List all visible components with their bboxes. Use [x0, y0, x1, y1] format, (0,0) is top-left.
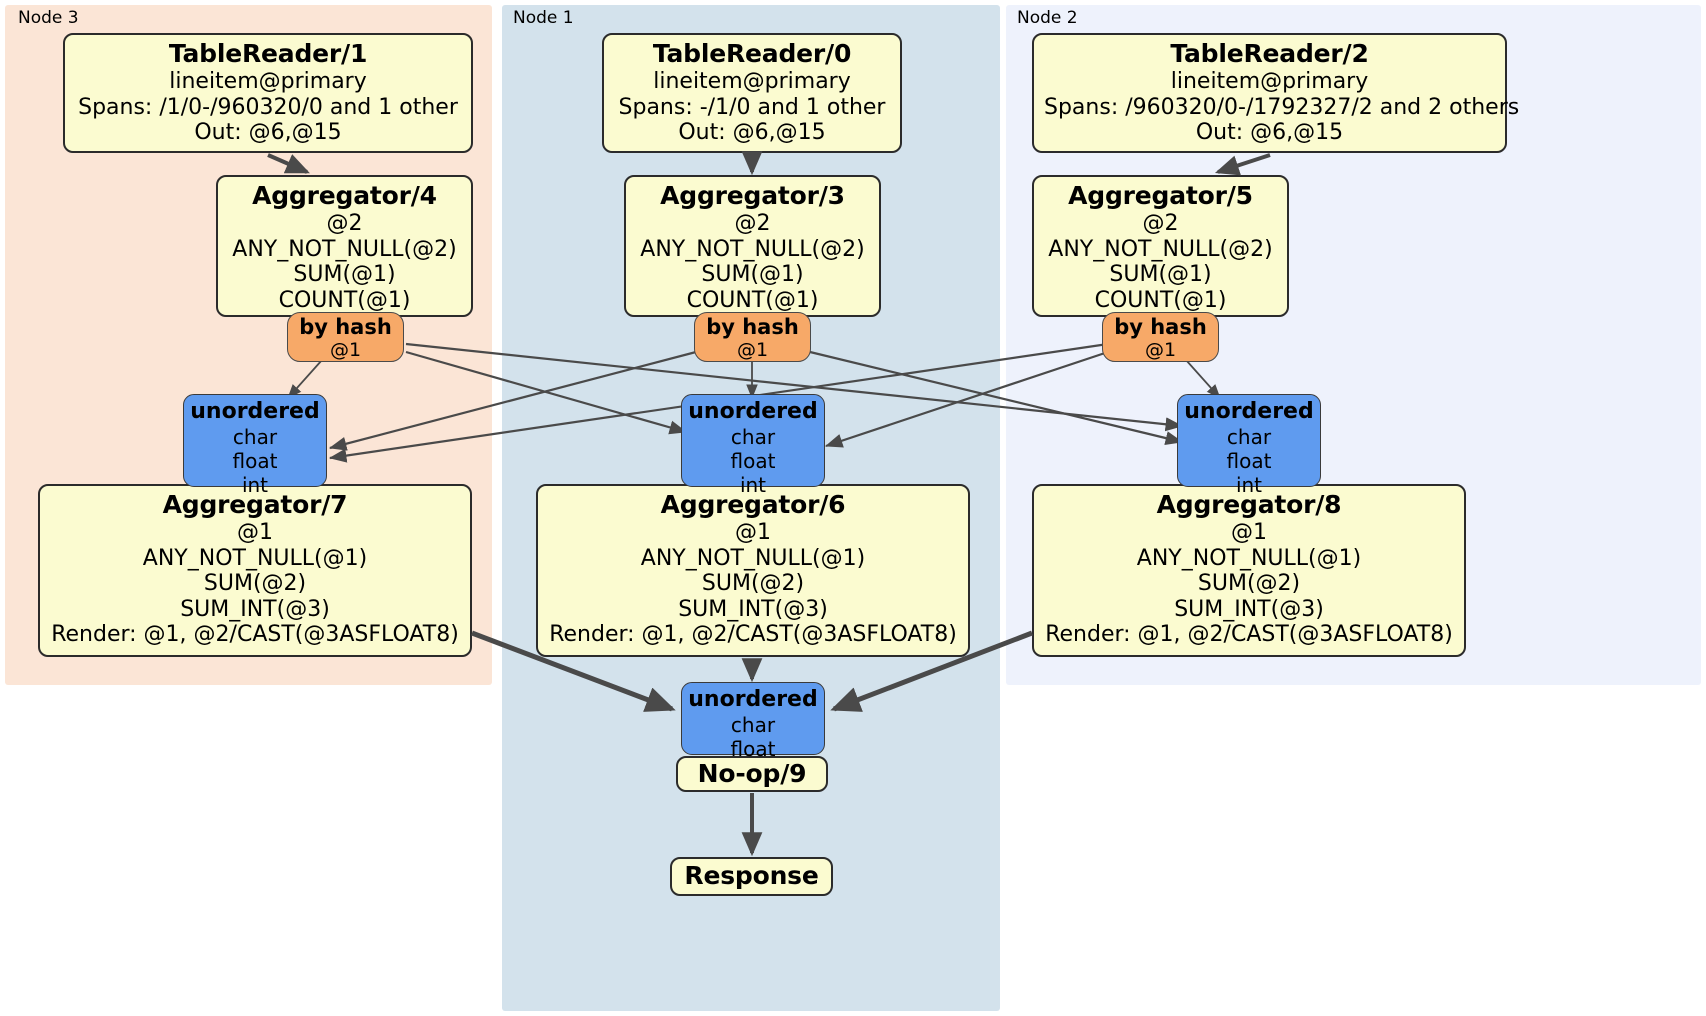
- processor-detail: lineitem@primary: [653, 69, 851, 94]
- panel-label-node-3: Node 3: [18, 8, 79, 28]
- synchronizer-type: float: [232, 449, 278, 474]
- router-by-hash-aggregator-3[interactable]: by hash @1: [694, 312, 811, 362]
- processor-title: Aggregator/4: [252, 181, 437, 210]
- synchronizer-title: unordered: [688, 687, 818, 712]
- processor-detail: SUM(@1): [293, 262, 396, 288]
- processor-detail: ANY_NOT_NULL(@1): [640, 545, 866, 571]
- processor-title: Aggregator/7: [162, 490, 348, 519]
- processor-aggregator-7[interactable]: Aggregator/7 @1 ANY_NOT_NULL(@1) SUM(@2)…: [38, 484, 472, 657]
- processor-detail: @2: [326, 211, 363, 236]
- processor-aggregator-4[interactable]: Aggregator/4 @2 ANY_NOT_NULL(@2) SUM(@1)…: [216, 175, 473, 317]
- router-title: by hash: [299, 315, 392, 339]
- processor-detail: Out: @6,@15: [678, 120, 826, 146]
- processor-tablereader-0[interactable]: TableReader/0 lineitem@primary Spans: -/…: [602, 33, 902, 153]
- processor-title: Aggregator/6: [660, 490, 846, 519]
- router-by-hash-aggregator-4[interactable]: by hash @1: [287, 312, 404, 362]
- synchronizer-unordered-aggregator-8[interactable]: unordered char float int: [1177, 394, 1321, 497]
- processor-title: Aggregator/8: [1156, 490, 1342, 519]
- processor-tablereader-2[interactable]: TableReader/2 lineitem@primary Spans: /9…: [1032, 33, 1520, 153]
- processor-title: No-op/9: [697, 758, 807, 788]
- processor-detail: Render: @1, @2/CAST(@3ASFLOAT8): [1045, 622, 1453, 648]
- processor-detail: COUNT(@1): [686, 287, 819, 313]
- processor-detail: Spans: /960320/0-/1792327/2 and 2 others: [1044, 94, 1520, 120]
- processor-detail: @1: [237, 520, 273, 545]
- processor-detail: SUM_INT(@3): [180, 596, 330, 622]
- synchronizer-type: int: [739, 473, 767, 498]
- processor-detail: SUM(@1): [701, 262, 804, 288]
- processor-detail: COUNT(@1): [1094, 287, 1227, 313]
- synchronizer-type: float: [730, 737, 776, 762]
- synchronizer-type: char: [730, 425, 776, 450]
- processor-detail: lineitem@primary: [1170, 69, 1369, 94]
- processor-detail: Render: @1, @2/CAST(@3ASFLOAT8): [51, 622, 459, 648]
- router-detail: @1: [329, 338, 362, 361]
- processor-detail: COUNT(@1): [278, 287, 411, 313]
- synchronizer-type: float: [1226, 449, 1272, 474]
- processor-detail: Spans: -/1/0 and 1 other: [618, 94, 886, 120]
- processor-tablereader-1[interactable]: TableReader/1 lineitem@primary Spans: /1…: [63, 33, 473, 153]
- processor-title: Response: [684, 861, 819, 890]
- synchronizer-type: int: [241, 473, 269, 498]
- processor-detail: SUM_INT(@3): [1174, 596, 1324, 622]
- panel-label-node-1: Node 1: [513, 8, 574, 28]
- router-detail: @1: [736, 338, 769, 361]
- synchronizer-type: char: [1226, 425, 1272, 450]
- processor-title: TableReader/1: [168, 39, 368, 68]
- processor-no-op-9[interactable]: No-op/9: [676, 756, 828, 792]
- synchronizer-type: char: [730, 713, 776, 738]
- processor-detail: ANY_NOT_NULL(@1): [142, 545, 368, 571]
- synchronizer-type: char: [232, 425, 278, 450]
- processor-response[interactable]: Response: [670, 857, 833, 896]
- processor-detail: SUM(@2): [203, 571, 307, 597]
- processor-aggregator-5[interactable]: Aggregator/5 @2 ANY_NOT_NULL(@2) SUM(@1)…: [1032, 175, 1289, 317]
- processor-aggregator-6[interactable]: Aggregator/6 @1 ANY_NOT_NULL(@1) SUM(@2)…: [536, 484, 970, 657]
- panel-label-node-2: Node 2: [1017, 8, 1078, 28]
- processor-detail: @2: [734, 211, 771, 236]
- processor-detail: Render: @1, @2/CAST(@3ASFLOAT8): [549, 622, 957, 648]
- router-title: by hash: [706, 315, 799, 339]
- processor-detail: lineitem@primary: [169, 69, 367, 94]
- processor-title: Aggregator/3: [660, 181, 845, 210]
- synchronizer-unordered-aggregator-6[interactable]: unordered char float int: [681, 394, 825, 497]
- processor-detail: @1: [1231, 520, 1267, 545]
- synchronizer-unordered-aggregator-7[interactable]: unordered char float int: [183, 394, 327, 497]
- processor-detail: @2: [1142, 211, 1179, 236]
- router-detail: @1: [1144, 338, 1177, 361]
- processor-detail: SUM(@1): [1109, 262, 1212, 288]
- processor-detail: ANY_NOT_NULL(@2): [640, 236, 865, 262]
- router-by-hash-aggregator-5[interactable]: by hash @1: [1102, 312, 1219, 362]
- processor-detail: Spans: /1/0-/960320/0 and 1 other: [78, 94, 458, 120]
- synchronizer-unordered-final[interactable]: unordered char float: [681, 682, 825, 761]
- processor-aggregator-8[interactable]: Aggregator/8 @1 ANY_NOT_NULL(@1) SUM(@2)…: [1032, 484, 1466, 657]
- router-title: by hash: [1114, 315, 1207, 339]
- processor-title: Aggregator/5: [1068, 181, 1253, 210]
- processor-title: TableReader/0: [652, 39, 852, 68]
- processor-detail: ANY_NOT_NULL(@2): [232, 236, 457, 262]
- processor-detail: ANY_NOT_NULL(@2): [1048, 236, 1273, 262]
- processor-detail: Out: @6,@15: [1195, 120, 1344, 146]
- processor-detail: SUM(@2): [701, 571, 805, 597]
- synchronizer-type: int: [1235, 473, 1263, 498]
- synchronizer-title: unordered: [688, 399, 818, 424]
- synchronizer-title: unordered: [190, 399, 320, 424]
- synchronizer-title: unordered: [1184, 399, 1314, 424]
- processor-detail: Out: @6,@15: [194, 120, 342, 146]
- processor-title: TableReader/2: [1170, 39, 1369, 68]
- processor-aggregator-3[interactable]: Aggregator/3 @2 ANY_NOT_NULL(@2) SUM(@1)…: [624, 175, 881, 317]
- processor-detail: @1: [735, 520, 771, 545]
- processor-detail: SUM_INT(@3): [678, 596, 828, 622]
- synchronizer-type: float: [730, 449, 776, 474]
- processor-detail: SUM(@2): [1197, 571, 1301, 597]
- processor-detail: ANY_NOT_NULL(@1): [1136, 545, 1362, 571]
